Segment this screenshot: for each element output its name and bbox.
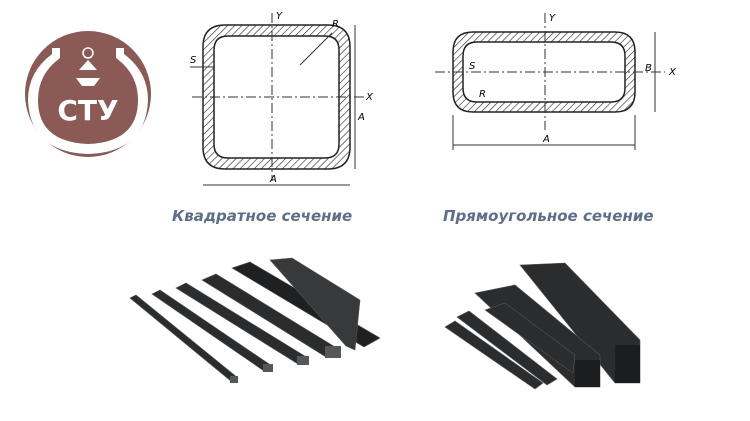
x-axis-label: X [668,67,677,78]
university-logo: СТУ [25,31,151,157]
height-label: A [357,112,365,123]
y-axis-label: Y [549,13,556,24]
rectangular-pipes-image [444,262,641,390]
rect-section-drawing: Y X R S A B [435,13,677,150]
width-label: A [269,174,277,185]
radius-label: R [479,89,486,100]
x-axis-label: X [365,92,374,103]
y-axis-label: Y [276,11,283,22]
square-section-drawing: Y X R S A A [190,11,374,186]
square-section-caption: Квадратное сечение [172,207,353,225]
rect-section-caption: Прямоугольное сечение [443,207,654,225]
height-label: B [645,63,652,74]
square-pipes-image [129,257,380,383]
radius-label: R [332,19,339,30]
logo-text: СТУ [57,94,118,127]
width-label: A [542,134,550,145]
thickness-label: S [190,55,197,66]
thickness-label: S [469,61,476,72]
